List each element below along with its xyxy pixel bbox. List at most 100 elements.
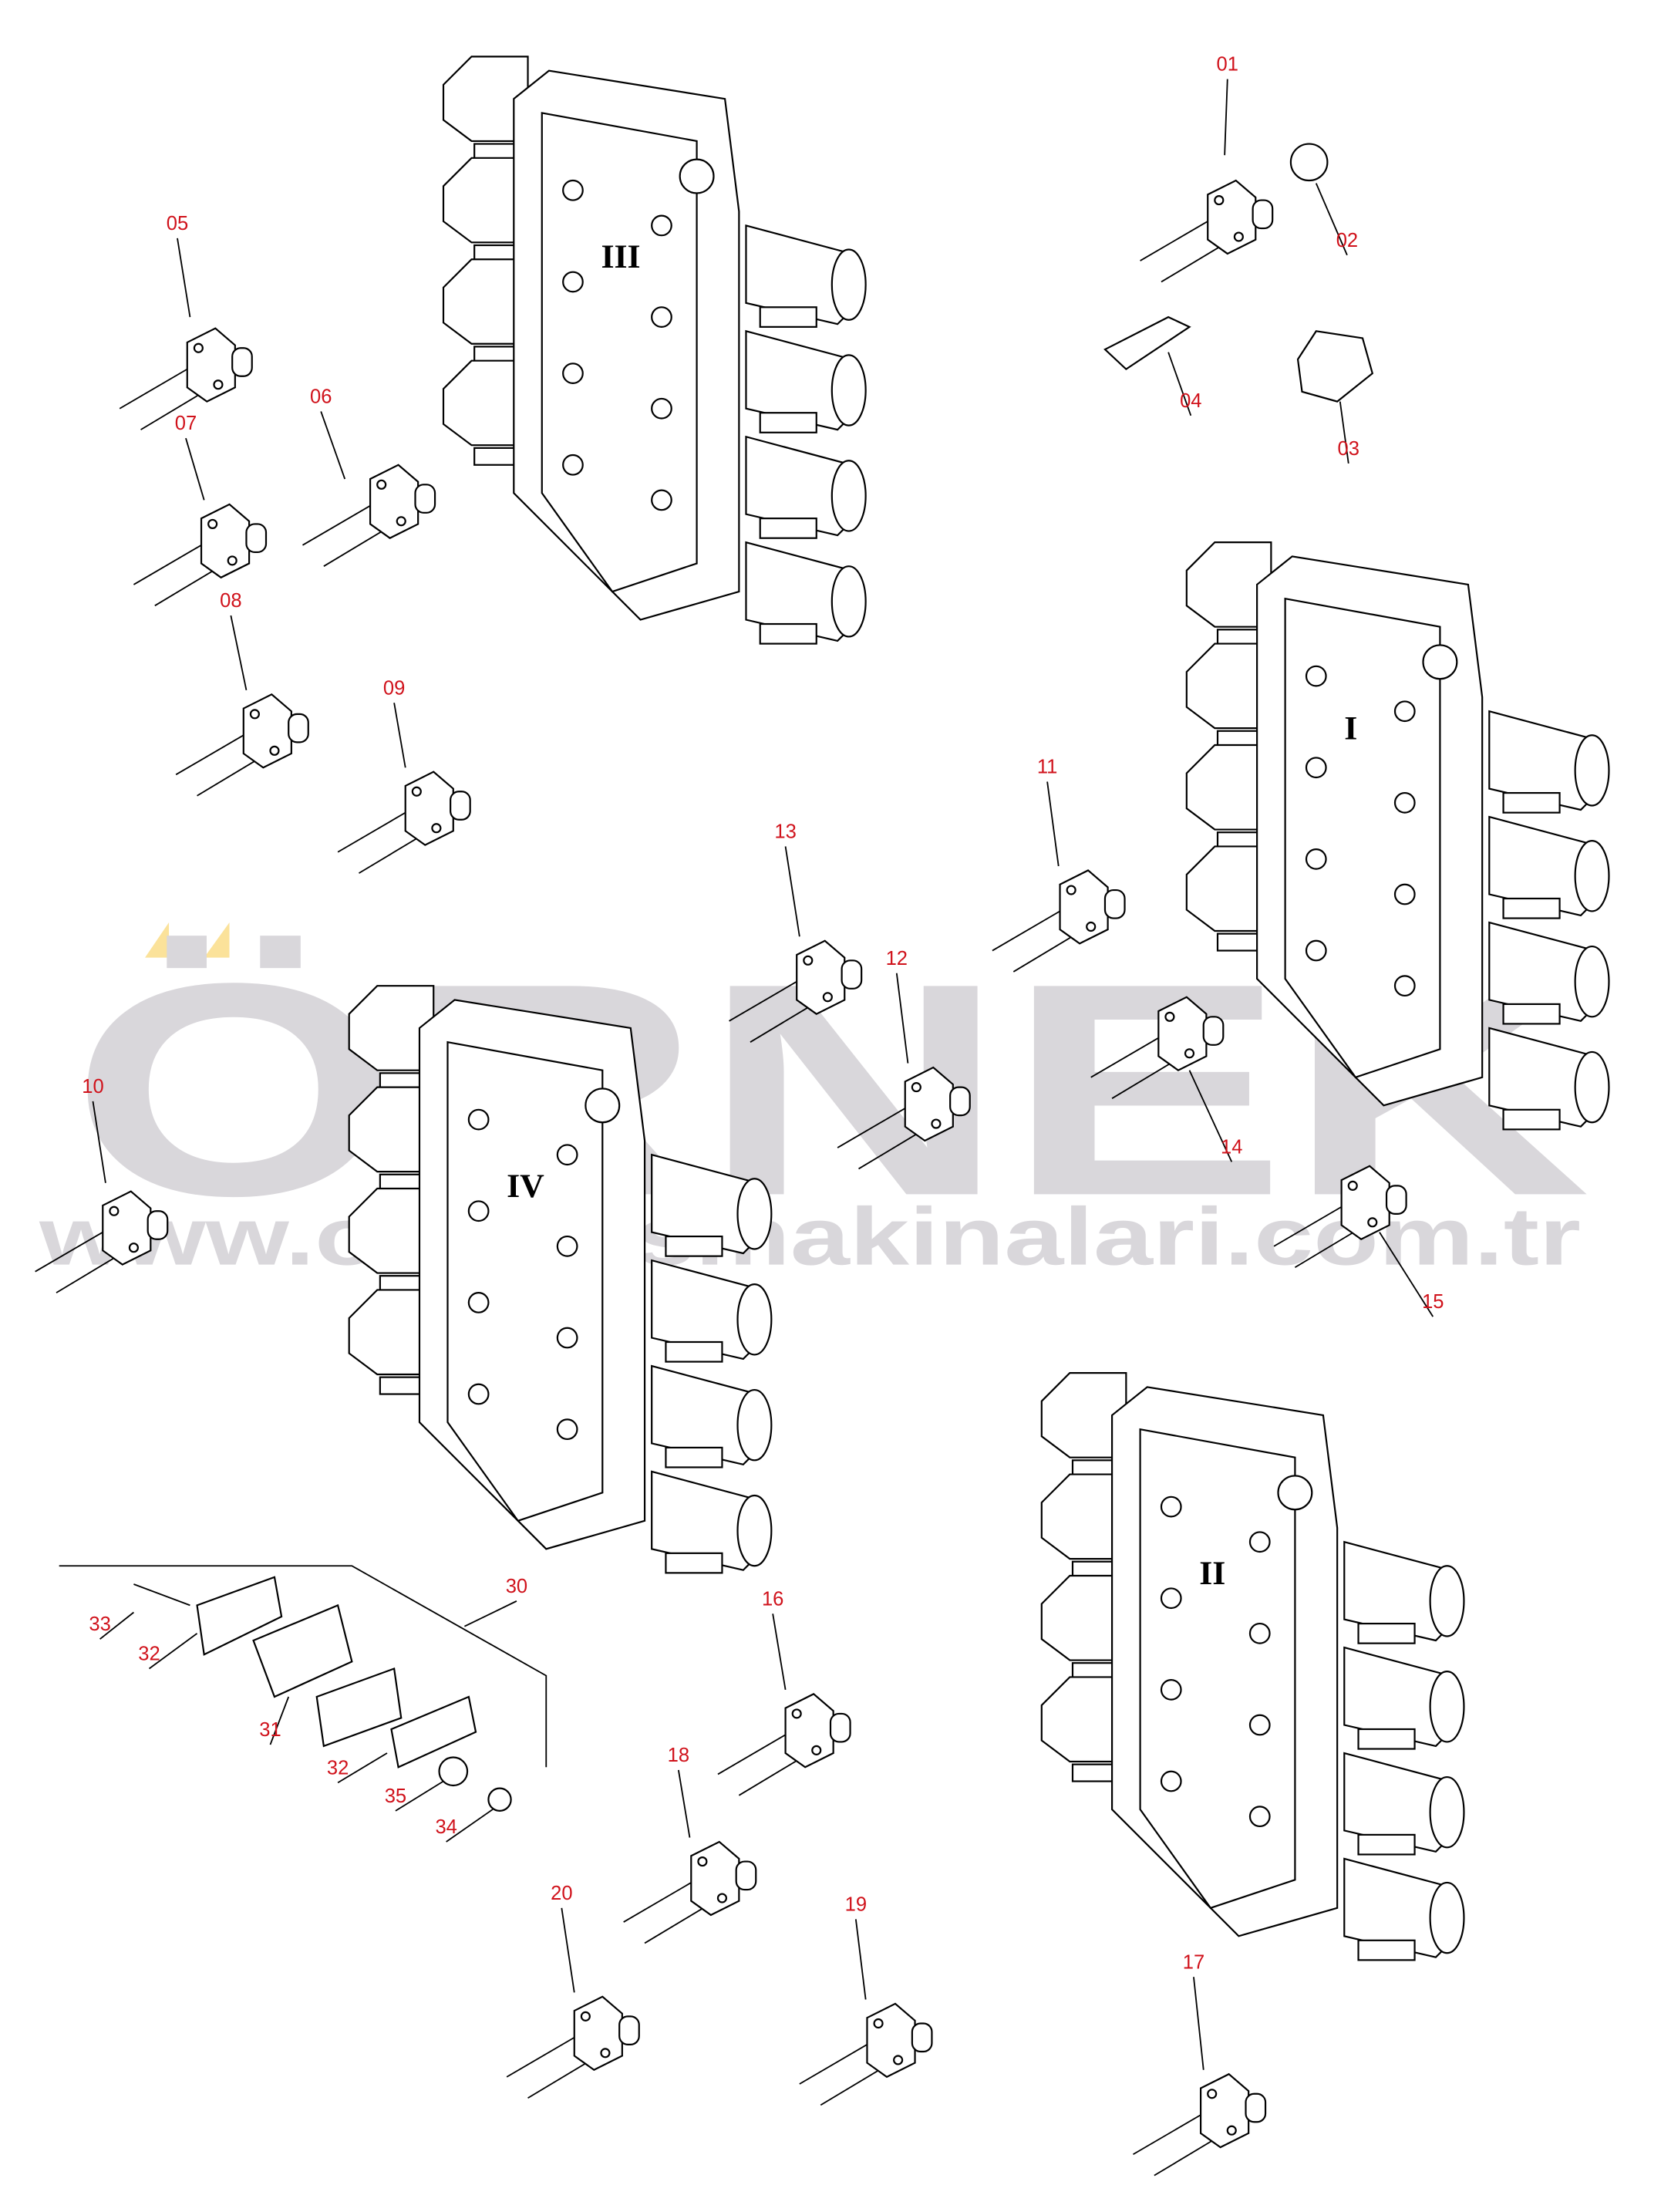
- port-hole: [467, 1383, 490, 1405]
- bolt-hole: [1214, 195, 1225, 206]
- leader-line: [772, 1613, 787, 1691]
- callout-label[interactable]: 32: [327, 1757, 349, 1779]
- callout-label[interactable]: 15: [1422, 1291, 1444, 1313]
- port-hole: [651, 306, 672, 328]
- leader-line: [854, 1919, 867, 2000]
- callout-label[interactable]: 35: [385, 1785, 406, 1807]
- flange-fitting: [175, 693, 309, 797]
- solenoid-base: [665, 1552, 723, 1574]
- flange-fitting: [35, 1190, 169, 1293]
- fitting-spigot: [1252, 199, 1274, 230]
- callout-label[interactable]: 08: [220, 590, 241, 612]
- leader-line: [895, 973, 909, 1064]
- solenoid-base: [759, 306, 817, 328]
- solenoid-base: [1216, 932, 1261, 952]
- bolt-hole: [1226, 2125, 1237, 2136]
- flange: [369, 464, 419, 539]
- flange-fitting: [837, 1066, 971, 1170]
- callout-label[interactable]: 09: [383, 677, 405, 699]
- solenoid-base: [1357, 1622, 1416, 1644]
- solenoid-base: [1357, 1833, 1416, 1856]
- flange: [1059, 869, 1109, 945]
- leader-line: [92, 1101, 106, 1183]
- callout-label[interactable]: 01: [1217, 54, 1238, 76]
- bolt-hole: [227, 555, 238, 566]
- leader-line: [269, 1696, 290, 1745]
- callout-label[interactable]: 12: [886, 948, 908, 969]
- fitting-spigot: [245, 523, 268, 554]
- callout-label[interactable]: 02: [1336, 230, 1358, 251]
- callout-label[interactable]: 16: [762, 1588, 783, 1610]
- leader-line: [99, 1611, 134, 1640]
- nut: [487, 1787, 512, 1812]
- valve-block-numeral: I: [1344, 710, 1357, 747]
- fitting-spigot: [735, 1860, 757, 1891]
- solenoid-base: [1071, 1763, 1116, 1782]
- callout-label[interactable]: 18: [668, 1745, 689, 1766]
- solenoid-cap: [736, 1283, 773, 1356]
- leader-line: [561, 1907, 575, 1993]
- callout-label[interactable]: 19: [845, 1893, 867, 1915]
- solenoid-cap: [1429, 1775, 1465, 1849]
- flange-fitting: [1273, 1165, 1407, 1269]
- port-ring: [1277, 1475, 1313, 1511]
- bolt-hole: [207, 518, 218, 529]
- leader-line: [1315, 183, 1348, 256]
- callout-label[interactable]: 31: [259, 1719, 281, 1741]
- solenoid-cap: [830, 354, 867, 427]
- solenoid-base: [1502, 897, 1561, 919]
- port-hole: [1393, 791, 1416, 814]
- callout-label[interactable]: 10: [82, 1076, 103, 1098]
- leader-line: [393, 703, 406, 768]
- solenoid-cap: [1429, 1881, 1465, 1954]
- callout-label[interactable]: 17: [1183, 1951, 1204, 1973]
- solenoid-base: [379, 1376, 423, 1395]
- solenoid-cap: [1574, 840, 1610, 912]
- flange: [1157, 996, 1208, 1071]
- solenoid-cap: [1429, 1565, 1465, 1637]
- port-hole: [556, 1144, 578, 1166]
- valve-block: II: [1040, 1372, 1465, 1961]
- solenoid-base: [665, 1235, 723, 1257]
- callout-label[interactable]: 11: [1037, 757, 1058, 778]
- bolt-hole: [411, 786, 422, 797]
- callout-label[interactable]: 06: [310, 386, 332, 407]
- leader-line: [320, 411, 346, 480]
- bolt: [133, 1583, 190, 1607]
- callout-label[interactable]: 14: [1221, 1136, 1242, 1158]
- leader-line: [463, 1600, 517, 1627]
- bolt-hole: [376, 479, 387, 490]
- flange-fitting: [119, 327, 253, 430]
- callout-label[interactable]: 07: [175, 413, 197, 434]
- valve-block: I: [1185, 541, 1610, 1131]
- callout-label[interactable]: 03: [1338, 438, 1359, 460]
- callout-label[interactable]: 13: [774, 821, 796, 842]
- flange: [1207, 179, 1257, 255]
- flange: [1340, 1165, 1390, 1241]
- callout-label[interactable]: 30: [506, 1576, 527, 1597]
- callout-label[interactable]: 34: [435, 1816, 457, 1838]
- clamp-half: [315, 1667, 403, 1748]
- leader-line: [185, 437, 205, 501]
- flange-fitting: [799, 2002, 933, 2106]
- port-hole: [1393, 700, 1416, 723]
- leader-line: [230, 615, 248, 691]
- solenoid-cap: [736, 1494, 773, 1567]
- callout-label[interactable]: 20: [551, 1883, 572, 1904]
- flange-fitting: [133, 503, 268, 607]
- callout-label[interactable]: 32: [138, 1644, 160, 1665]
- flange: [796, 939, 846, 1015]
- flange: [784, 1693, 834, 1769]
- callout-label[interactable]: 05: [167, 213, 188, 234]
- callout-label[interactable]: 04: [1180, 390, 1201, 412]
- leader-line: [1046, 781, 1060, 867]
- callout-label[interactable]: 33: [89, 1613, 110, 1635]
- solenoid-base: [665, 1446, 723, 1468]
- flange-fitting: [717, 1693, 851, 1796]
- port-hole: [1305, 665, 1327, 687]
- valve-block: III: [442, 56, 867, 645]
- socket-head-bolt: [1103, 315, 1191, 371]
- port-ring: [1422, 644, 1458, 680]
- clamp-plate: [390, 1695, 477, 1769]
